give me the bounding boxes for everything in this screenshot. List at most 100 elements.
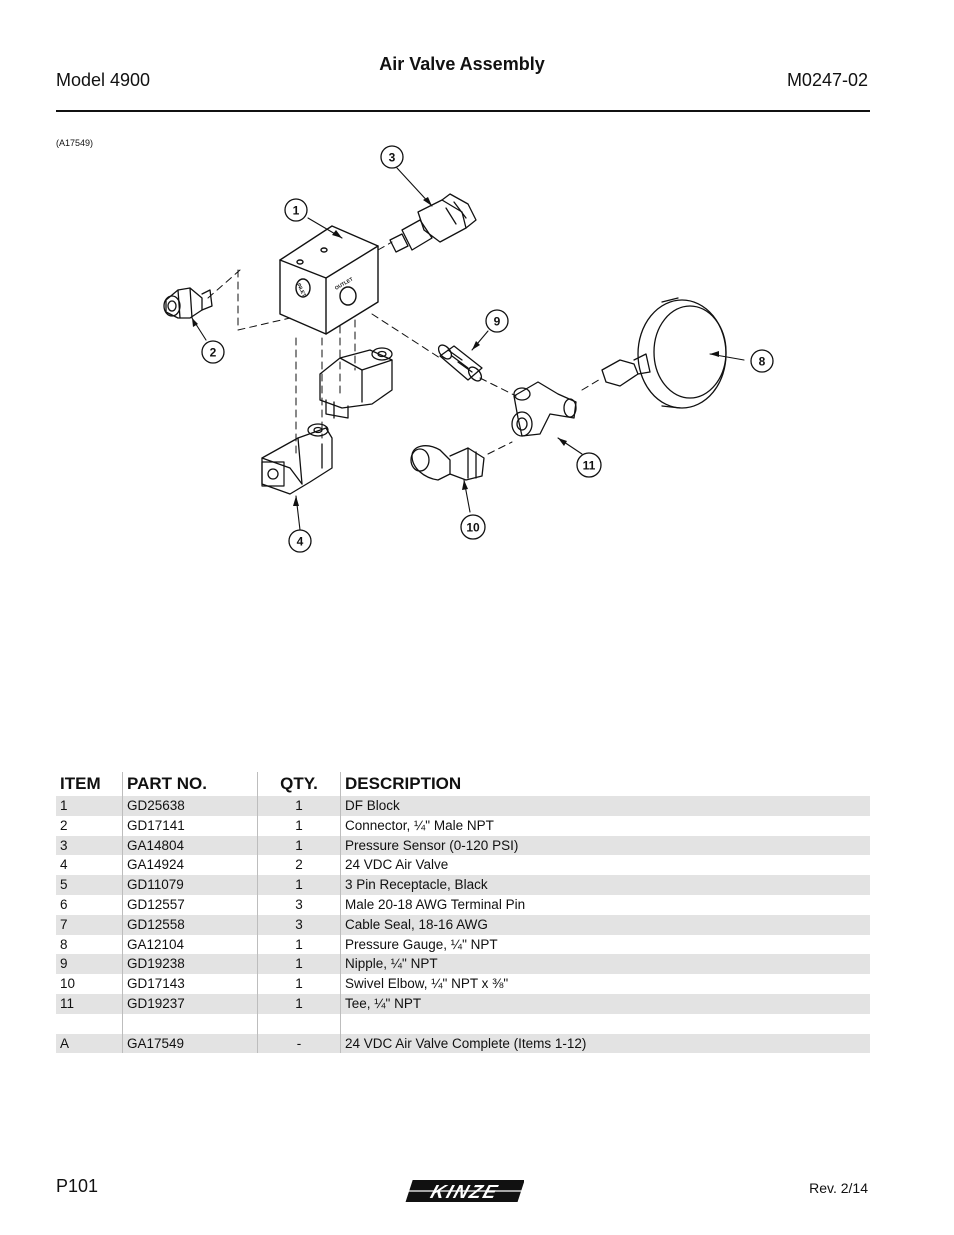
description-cell: Swivel Elbow, ¼" NPT x ⅜" bbox=[340, 974, 870, 994]
description-cell: Connector, ¼" Male NPT bbox=[340, 815, 870, 836]
quantity-cell: 1 bbox=[257, 875, 341, 895]
part-number-cell: GA14804 bbox=[122, 835, 258, 856]
callout-4-label: 4 bbox=[297, 535, 304, 549]
item-cell: A bbox=[56, 1033, 123, 1054]
part-number-cell: GD25638 bbox=[122, 796, 258, 816]
callout-10-label: 10 bbox=[466, 521, 480, 535]
callout-11: 11 bbox=[576, 452, 602, 478]
part-number-cell: GD17141 bbox=[122, 815, 258, 836]
nipple-fitting bbox=[437, 344, 483, 382]
part-number-cell bbox=[122, 1013, 258, 1034]
pressure-gauge bbox=[601, 297, 727, 409]
item-cell: 8 bbox=[60, 936, 68, 952]
item-cell: 9 bbox=[56, 954, 123, 975]
page-title: Air Valve Assembly bbox=[379, 54, 545, 74]
exploded-diagram: INLET OUTLET bbox=[163, 145, 774, 553]
item-cell: 3 bbox=[56, 835, 123, 856]
description-cell: DF Block bbox=[340, 796, 870, 816]
item-cell: 11 bbox=[56, 993, 123, 1014]
description-cell: Nipple, ¼" NPT bbox=[340, 954, 870, 975]
item-cell: 2 bbox=[60, 817, 68, 833]
column-header-qty: QTY. bbox=[257, 772, 341, 796]
part-number-cell: GA12104 bbox=[122, 934, 258, 955]
figure-reference: (A17549) bbox=[56, 138, 94, 148]
description-cell: 24 VDC Air Valve bbox=[340, 855, 870, 876]
part-number-cell: GD12558 bbox=[122, 914, 258, 935]
description-cell: 3 Pin Receptacle, Black bbox=[340, 875, 870, 895]
callout-9-label: 9 bbox=[494, 315, 501, 329]
air-valve-lower bbox=[261, 423, 333, 495]
document-number: M0247-02 bbox=[786, 70, 868, 90]
item-cell: 4 bbox=[60, 857, 68, 873]
table-row: 1 GD25638 1 DF Block bbox=[56, 796, 870, 816]
description-cell: 24 VDC Air Valve Complete (Items 1-12) bbox=[340, 1033, 870, 1054]
callout-4: 4 bbox=[288, 529, 312, 553]
description-cell: Pressure Sensor (0-120 PSI) bbox=[340, 835, 870, 856]
table-row: A GA17549 - 24 VDC Air Valve Complete (I… bbox=[56, 1033, 870, 1054]
item-cell: 10 bbox=[60, 976, 76, 992]
table-header-row: ITEM PART NO. QTY. DESCRIPTION bbox=[56, 772, 870, 796]
quantity-cell: 1 bbox=[257, 796, 341, 816]
part-number-cell: GD19238 bbox=[122, 954, 258, 975]
description-cell: Pressure Gauge, ¼" NPT bbox=[340, 934, 870, 955]
connector-fitting bbox=[163, 287, 213, 319]
quantity-cell: 1 bbox=[257, 954, 341, 975]
header-divider bbox=[56, 110, 870, 112]
description-cell: Male 20-18 AWG Terminal Pin bbox=[340, 894, 870, 915]
outlet-port-label: OUTLET bbox=[334, 277, 354, 292]
part-number-cell: GD11079 bbox=[122, 875, 258, 895]
quantity-cell: 3 bbox=[257, 894, 341, 915]
callout-2: 2 bbox=[201, 340, 225, 364]
quantity-cell: 3 bbox=[257, 914, 341, 935]
table-row: 6 GD12557 3 Male 20-18 AWG Terminal Pin bbox=[56, 894, 870, 915]
table-row: 2 GD17141 1 Connector, ¼" Male NPT bbox=[56, 815, 870, 836]
callout-11-label: 11 bbox=[583, 459, 596, 473]
tee-fitting bbox=[511, 381, 577, 437]
item-cell: 7 bbox=[56, 914, 123, 935]
part-number-cell: GD12557 bbox=[122, 894, 258, 915]
table-row: 8 GA12104 1 Pressure Gauge, ¼" NPT bbox=[56, 934, 870, 955]
quantity-cell: 1 bbox=[257, 835, 341, 856]
kinze-logo-text: KINZE bbox=[428, 1181, 502, 1202]
item-cell: 6 bbox=[60, 896, 68, 912]
callout-1-label: 1 bbox=[293, 204, 300, 218]
quantity-cell: 2 bbox=[257, 855, 341, 876]
table-row: 7 GD12558 3 Cable Seal, 18-16 AWG bbox=[56, 914, 870, 935]
kinze-logo: KINZE bbox=[405, 1180, 524, 1203]
inlet-port-label: INLET bbox=[295, 282, 307, 298]
table-row: 3 GA14804 1 Pressure Sensor (0-120 PSI) bbox=[56, 835, 870, 856]
quantity-cell bbox=[257, 1013, 341, 1034]
description-cell bbox=[340, 1013, 870, 1034]
description-cell: Tee, ¼" NPT bbox=[340, 993, 870, 1014]
callout-2-label: 2 bbox=[210, 346, 217, 360]
callout-8: 8 bbox=[750, 349, 774, 373]
callout-10: 10 bbox=[460, 514, 486, 540]
quantity-cell: - bbox=[257, 1033, 341, 1054]
callout-3-label: 3 bbox=[389, 151, 396, 165]
df-block bbox=[279, 225, 379, 335]
quantity-cell: 1 bbox=[257, 974, 341, 994]
callout-9: 9 bbox=[485, 309, 509, 333]
description-cell: Cable Seal, 18-16 AWG bbox=[340, 914, 870, 935]
quantity-cell: 1 bbox=[257, 993, 341, 1014]
pressure-sensor bbox=[389, 193, 477, 253]
model-label: Model 4900 bbox=[56, 70, 151, 90]
table-row-spacer bbox=[56, 1013, 870, 1034]
assembly-lines bbox=[207, 241, 603, 455]
table-row: 4 GA14924 2 24 VDC Air Valve bbox=[56, 855, 870, 876]
column-header-part-no: PART NO. bbox=[122, 772, 258, 796]
table-row: 5 GD11079 1 3 Pin Receptacle, Black bbox=[56, 875, 870, 895]
item-cell bbox=[56, 1014, 123, 1034]
leader-arrowheads bbox=[192, 197, 719, 506]
swivel-elbow bbox=[410, 445, 485, 481]
parts-table: ITEM PART NO. QTY. DESCRIPTION 1 GD25638… bbox=[56, 772, 870, 1054]
column-header-description: DESCRIPTION bbox=[340, 772, 870, 796]
column-header-item: ITEM bbox=[60, 774, 101, 793]
callout-8-label: 8 bbox=[759, 355, 766, 369]
table-row: 9 GD19238 1 Nipple, ¼" NPT bbox=[56, 954, 870, 975]
revision-label: Rev. 2/14 bbox=[809, 1180, 868, 1196]
callout-1: 1 bbox=[284, 198, 308, 222]
air-valve-upper bbox=[319, 347, 393, 419]
part-number-cell: GA17549 bbox=[122, 1033, 258, 1054]
page-number: P101 bbox=[56, 1176, 99, 1196]
